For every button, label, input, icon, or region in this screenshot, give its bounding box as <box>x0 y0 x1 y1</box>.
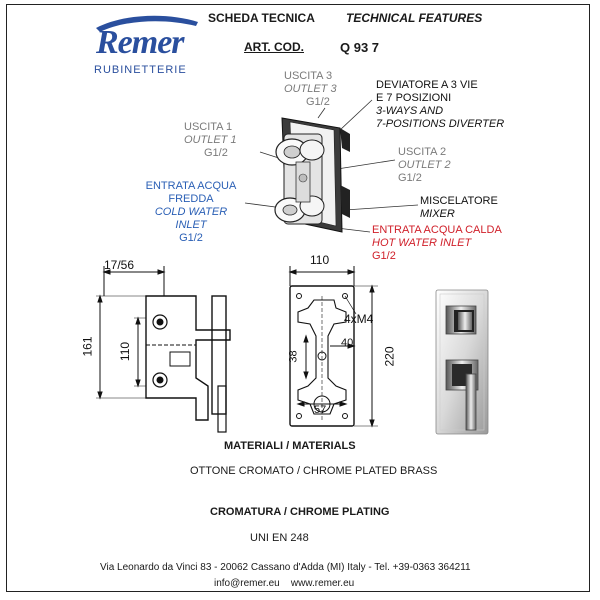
dim-side-161: 161 <box>80 336 95 357</box>
dim-screws: 4xM4 <box>344 312 374 326</box>
dim-57: 57 <box>314 404 327 416</box>
outlet3-size: G1/2 <box>306 96 330 108</box>
hot-inlet-it: ENTRATA ACQUA CALDA <box>372 224 502 236</box>
technical-sheet <box>6 4 590 592</box>
mixer-en: MIXER <box>420 208 455 220</box>
outlet1-size: G1/2 <box>204 147 228 159</box>
hot-inlet-size: G1/2 <box>372 250 396 262</box>
outlet1-en: OUTLET 1 <box>184 134 237 146</box>
diverter-it-1: DEVIATORE A 3 VIE <box>376 79 478 91</box>
cold-inlet-it-1: ENTRATA ACQUA <box>145 180 237 192</box>
dim-38: 38 <box>287 350 300 363</box>
materials-heading: MATERIALI / MATERIALS <box>224 440 356 452</box>
title-english: TECHNICAL FEATURES <box>346 11 483 25</box>
outlet2-label: USCITA 2 OUTLET 2 G1/2 <box>398 146 451 185</box>
plating-heading: CROMATURA / CHROME PLATING <box>210 506 390 518</box>
logo-swoosh-icon <box>96 15 198 32</box>
dim-220: 220 <box>382 346 397 367</box>
plating-value: UNI EN 248 <box>250 532 309 544</box>
logo-subtitle: RUBINETTERIE <box>94 64 187 76</box>
diverter-label: DEVIATORE A 3 VIE E 7 POSIZIONI 3-WAYS A… <box>376 79 504 131</box>
mixer-label: MISCELATORE MIXER <box>420 195 498 221</box>
cold-inlet-it-2: FREDDA <box>168 193 214 205</box>
brand-logo: Remer RUBINETTERIE <box>92 10 202 80</box>
outlet1-it: USCITA 1 <box>184 121 233 133</box>
dim-front-110: 110 <box>310 253 330 267</box>
hot-inlet-label: ENTRATA ACQUA CALDA HOT WATER INLET G1/2 <box>372 224 502 263</box>
cold-inlet-en-2: INLET <box>175 219 207 231</box>
cold-inlet-size: G1/2 <box>179 232 203 244</box>
dim-side-top: 17/56 <box>104 258 135 272</box>
art-code-value: Q 93 7 <box>340 40 380 55</box>
cold-inlet-label: ENTRATA ACQUA FREDDA COLD WATER INLET G1… <box>135 180 247 245</box>
diverter-it-2: E 7 POSIZIONI <box>376 92 452 104</box>
footer-contact[interactable]: info@remer.eu www.remer.eu <box>214 578 355 589</box>
diverter-en-2: 7-POSITIONS DIVERTER <box>376 118 505 130</box>
outlet3-label: USCITA 3 OUTLET 3 G1/2 <box>284 70 337 109</box>
outlet3-it: USCITA 3 <box>284 70 333 82</box>
hot-inlet-en: HOT WATER INLET <box>372 237 472 249</box>
materials-value: OTTONE CROMATO / CHROME PLATED BRASS <box>190 465 438 477</box>
outlet3-en: OUTLET 3 <box>284 83 337 95</box>
logo-name: Remer <box>96 24 185 61</box>
outlet1-label: USCITA 1 OUTLET 1 G1/2 <box>184 121 237 160</box>
cold-inlet-en-1: COLD WATER <box>154 206 228 218</box>
dim-40: 40 <box>341 337 354 349</box>
title-italian: SCHEDA TECNICA <box>208 11 315 25</box>
product-photo <box>435 289 489 435</box>
outlet2-it: USCITA 2 <box>398 146 447 158</box>
outlet2-size: G1/2 <box>398 172 422 184</box>
outlet2-en: OUTLET 2 <box>398 159 451 171</box>
diverter-en-1: 3-WAYS AND <box>376 105 444 117</box>
mixer-it: MISCELATORE <box>420 195 498 207</box>
dim-side-110: 110 <box>118 341 133 362</box>
footer-address: Via Leonardo da Vinci 83 - 20062 Cassano… <box>100 562 471 573</box>
art-code-label: ART. COD. <box>244 40 304 54</box>
